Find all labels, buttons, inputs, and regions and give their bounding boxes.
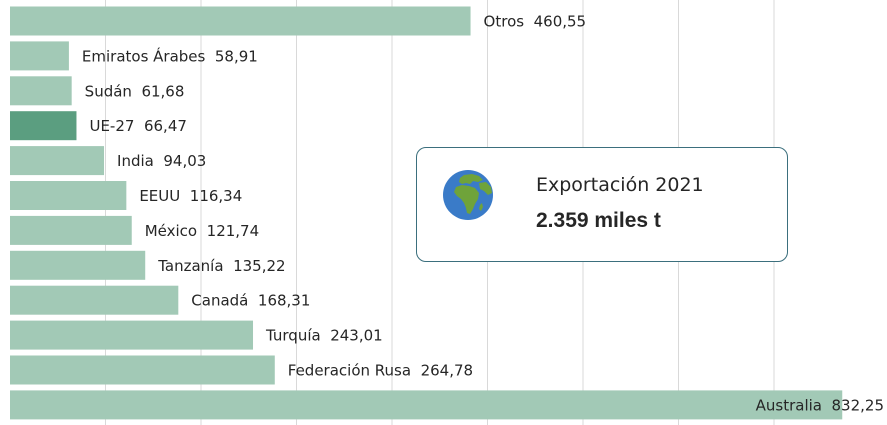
bar-label: Canadá 168,31	[191, 292, 310, 310]
bar-label: Federación Rusa 264,78	[288, 362, 473, 380]
bar-label: Otros 460,55	[484, 13, 587, 31]
bar-m-xico	[10, 215, 132, 245]
bar-label: Emiratos Árabes 58,91	[82, 46, 258, 65]
bar-federaci-n-rusa	[10, 355, 275, 385]
bar-ue-27	[10, 111, 77, 141]
bar-australia	[10, 390, 843, 420]
bar-canad-	[10, 285, 179, 315]
bar-label: EEUU 116,34	[139, 187, 242, 205]
bar-tanzan-a	[10, 250, 146, 280]
bar-label: Sudán 61,68	[85, 82, 185, 100]
bar-emiratos-rabes	[10, 41, 69, 71]
bar-label: UE-27 66,47	[89, 117, 186, 135]
globe-icon	[443, 170, 493, 220]
bar-otros	[10, 6, 471, 36]
bar-turqu-a	[10, 320, 254, 350]
bar-india	[10, 146, 105, 176]
bar-sud-n	[10, 76, 72, 106]
export-summary-card: Exportación 2021 2.359 miles t	[416, 147, 788, 262]
card-value: 2.359 miles t	[536, 209, 661, 232]
card-title: Exportación 2021	[536, 174, 704, 196]
bar-label: Turquía 243,01	[265, 327, 383, 345]
bar-label: México 121,74	[145, 222, 259, 240]
bar-label: India 94,03	[117, 152, 206, 170]
bar-label: Tanzanía 135,22	[157, 257, 285, 275]
bar-eeuu	[10, 181, 127, 210]
bar-label: Australia 832,25	[756, 396, 884, 414]
